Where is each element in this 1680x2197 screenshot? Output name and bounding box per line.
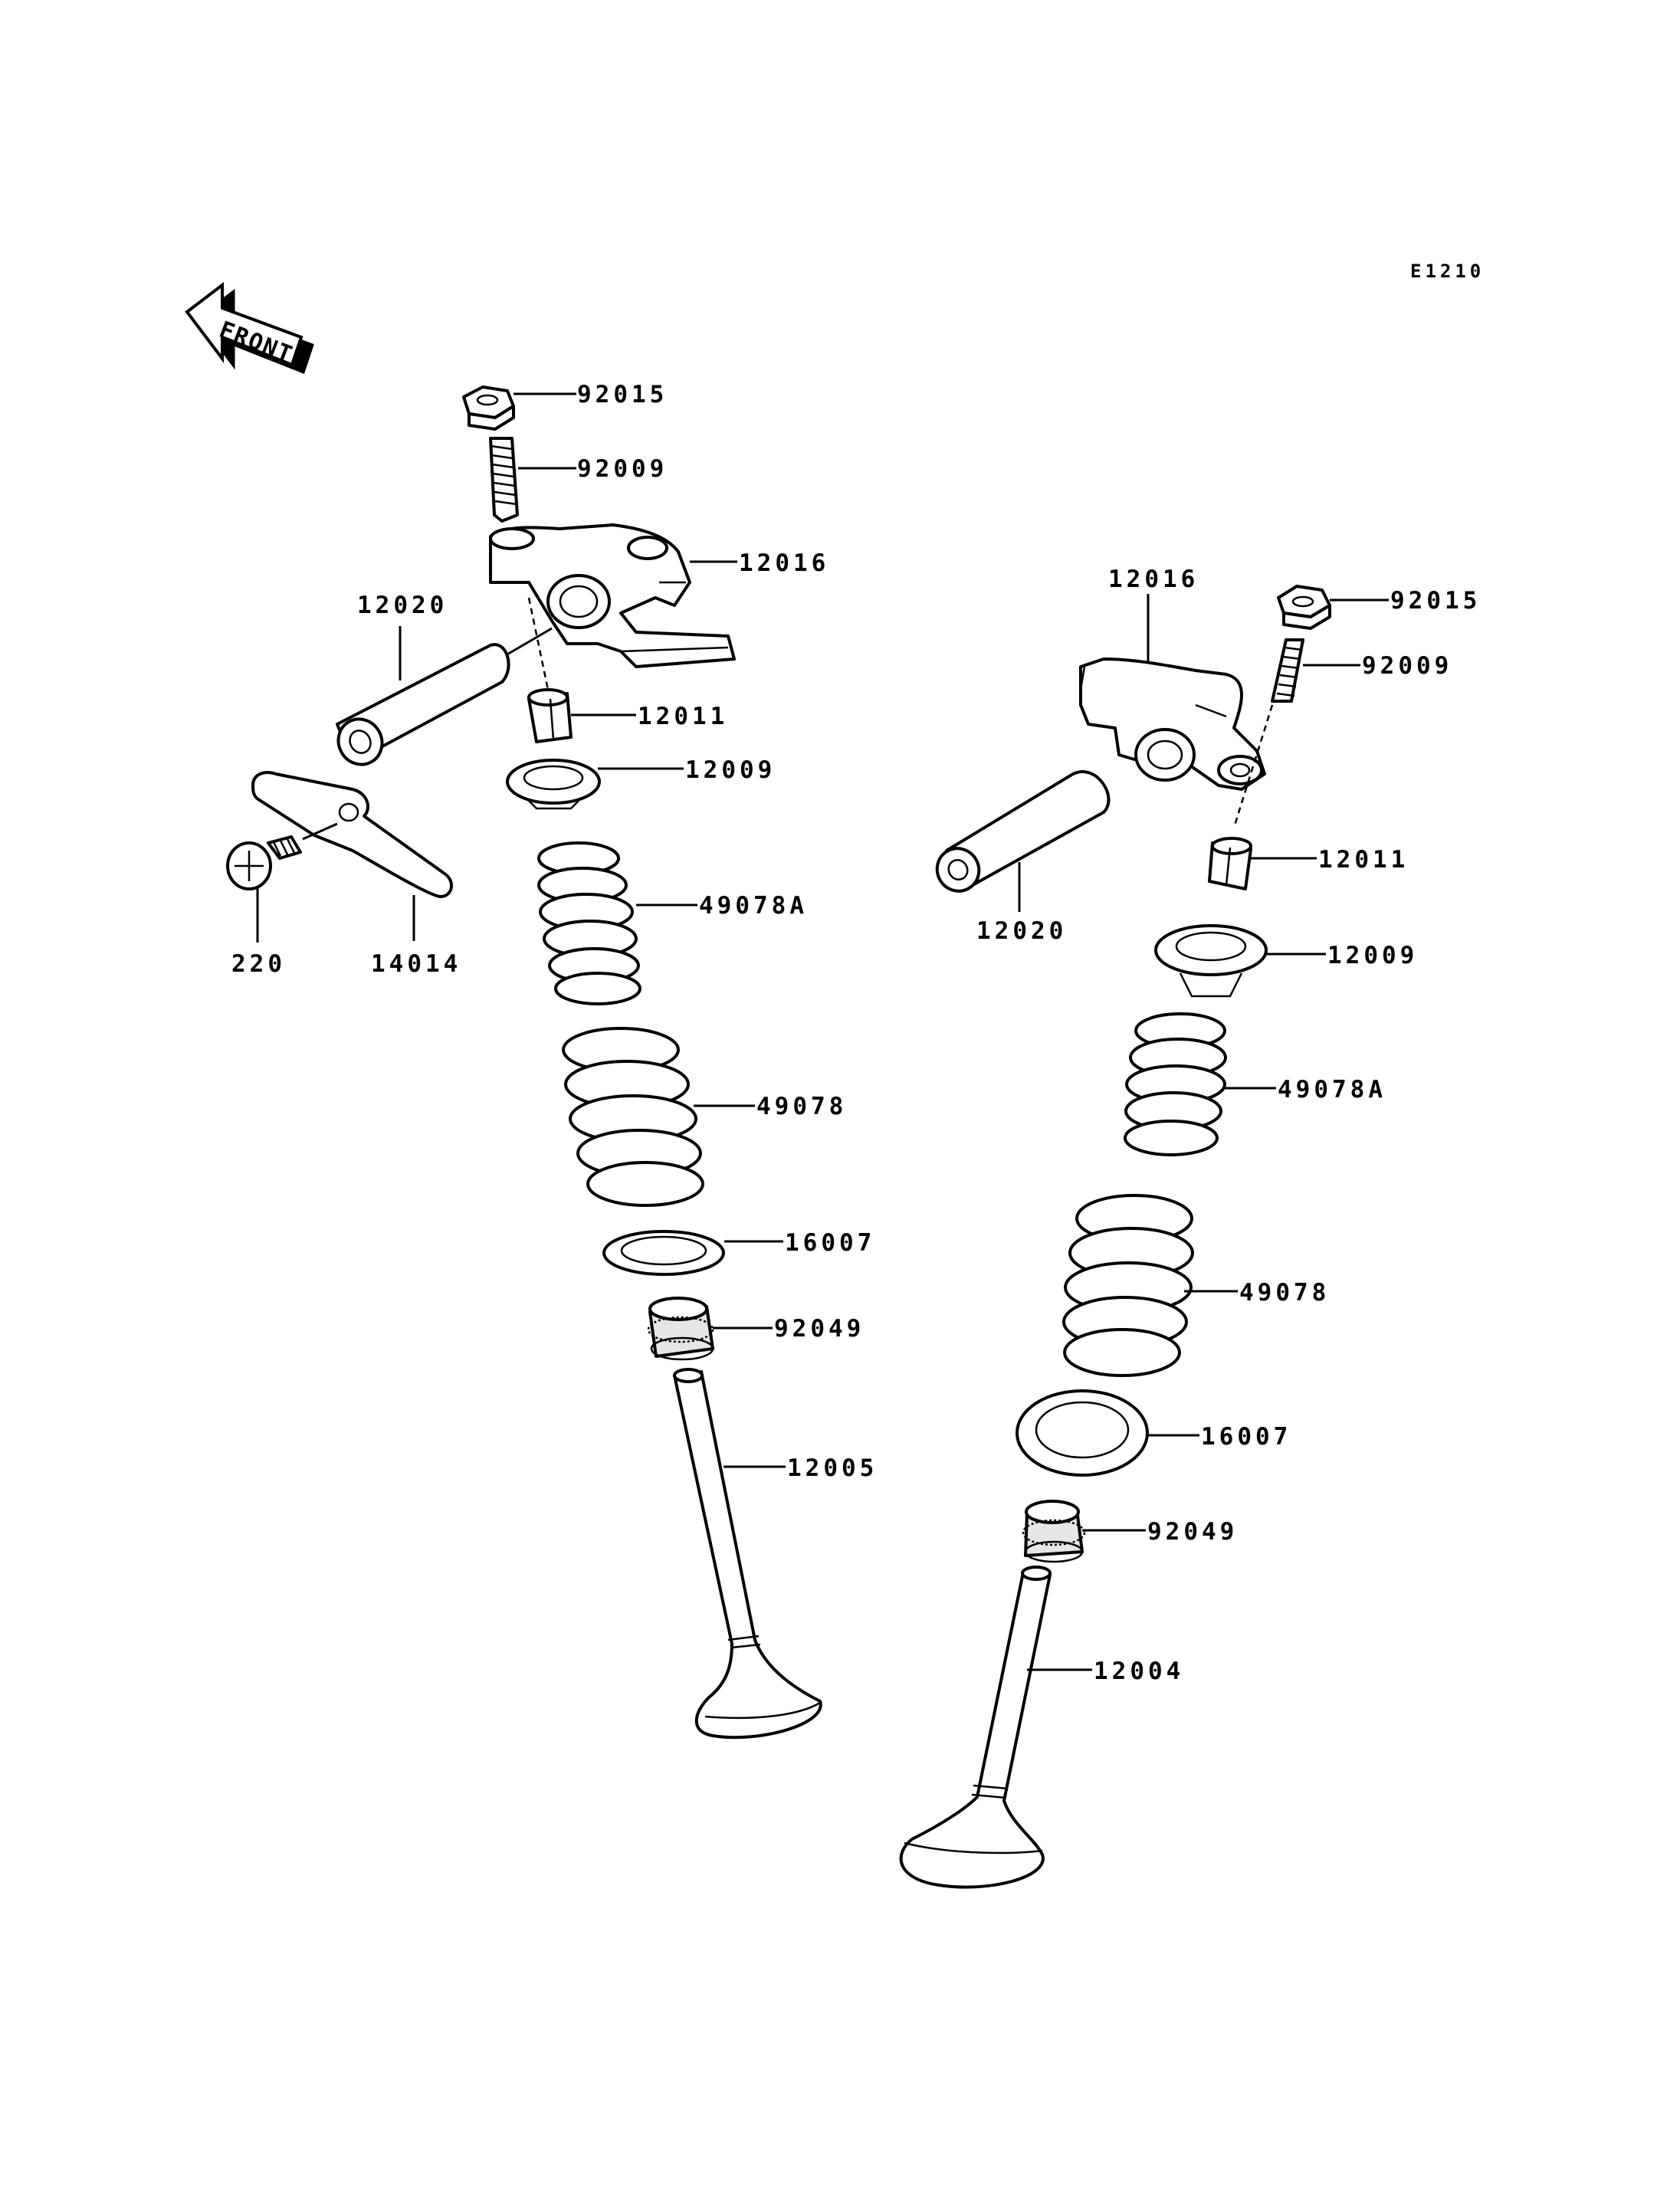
diagram-code: E1210 (1410, 261, 1485, 282)
right-spring-seat (1016, 1389, 1149, 1477)
left-stem-seal (647, 1297, 714, 1361)
label-left-rocker-arm: 12016 (739, 549, 829, 577)
label-left-nut: 92015 (577, 381, 668, 408)
label-right-inner-spring: 49078A (1278, 1076, 1386, 1103)
label-left-cotter: 12011 (638, 703, 728, 730)
label-right-stem-seal: 92049 (1147, 1518, 1238, 1546)
front-arrow-icon: FRONT (185, 281, 314, 374)
left-outer-spring (562, 1027, 704, 1207)
left-valve (673, 1368, 822, 1740)
left-spring-retainer (506, 759, 601, 810)
right-spring-retainer (1154, 924, 1268, 998)
plate (251, 771, 453, 898)
right-rocker-shaft (935, 770, 1111, 893)
label-left-valve: 12005 (787, 1454, 878, 1482)
left-inner-spring (537, 841, 641, 1005)
label-right-retainer: 12009 (1327, 942, 1418, 969)
label-right-rocker-arm: 12016 (1108, 566, 1199, 593)
left-adjusting-screw (489, 437, 519, 523)
left-spring-seat (602, 1230, 725, 1276)
label-left-adjusting-screw: 92009 (577, 455, 668, 483)
left-rocker-shaft (336, 643, 510, 766)
right-cotter (1208, 837, 1252, 890)
right-valve (899, 1566, 1052, 1889)
label-right-rocker-shaft: 12020 (976, 917, 1067, 945)
label-right-valve: 12004 (1094, 1658, 1184, 1685)
label-left-spring-seat: 16007 (785, 1229, 875, 1257)
label-plate: 14014 (371, 950, 461, 978)
label-left-retainer: 12009 (685, 756, 776, 784)
right-outer-spring (1062, 1194, 1194, 1377)
label-left-rocker-shaft: 12020 (357, 592, 448, 619)
label-right-cotter: 12011 (1318, 846, 1409, 874)
right-rocker-arm (1079, 657, 1266, 791)
label-left-outer-spring: 49078 (756, 1093, 847, 1120)
left-cotter (527, 688, 573, 743)
right-nut (1277, 585, 1331, 630)
left-rocker-arm (489, 523, 736, 668)
right-adjusting-screw (1271, 638, 1304, 703)
right-stem-seal (1022, 1500, 1086, 1563)
left-nut (462, 385, 515, 431)
label-screw: 220 (231, 950, 286, 978)
screw (226, 835, 302, 890)
label-left-stem-seal: 92049 (774, 1315, 865, 1343)
label-right-outer-spring: 49078 (1239, 1279, 1330, 1307)
label-right-nut: 92015 (1390, 587, 1481, 615)
label-right-adjusting-screw: 92009 (1362, 652, 1452, 680)
label-right-spring-seat: 16007 (1201, 1423, 1291, 1451)
label-left-inner-spring: 49078A (699, 892, 808, 920)
right-inner-spring (1124, 1012, 1227, 1156)
